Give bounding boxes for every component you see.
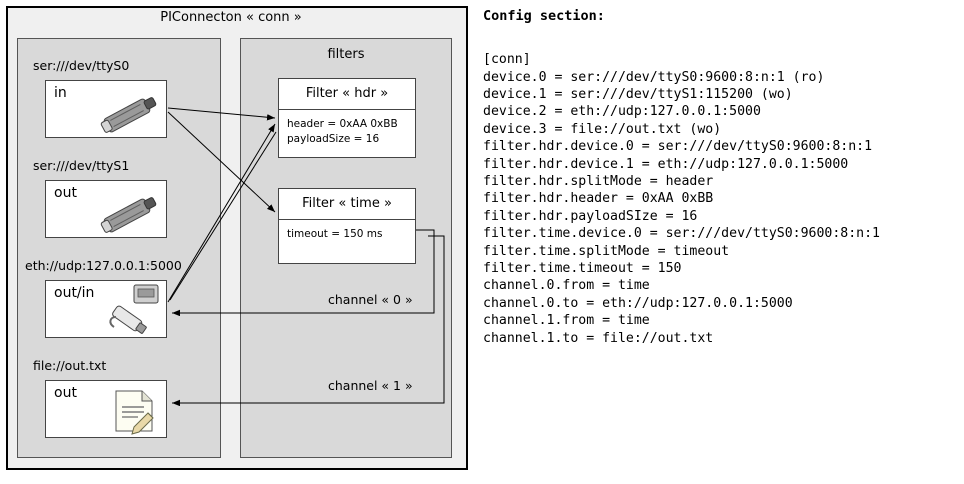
device-name-out-ttyS1: out (54, 185, 77, 201)
device-label-file: file://out.txt (33, 358, 107, 373)
filter-prop-hdr-payloadsize: payloadSize = 16 (287, 133, 380, 145)
filter-separator (279, 109, 415, 110)
architecture-diagram: PIConnecton « conn » filters ser:///dev/… (0, 0, 478, 484)
network-plug-icon (109, 284, 159, 334)
filter-prop-hdr-header: header = 0xAA 0xBB (287, 118, 398, 130)
filter-prop-time-timeout: timeout = 150 ms (287, 228, 383, 240)
channel-label-0: channel « 0 » (328, 292, 413, 307)
device-label-ttyS1: ser:///dev/ttyS1 (33, 158, 130, 173)
connector-title: PIConnecton « conn » (160, 10, 302, 25)
config-heading: Config section: (483, 8, 605, 24)
filter-title-time: Filter « time » (302, 196, 392, 211)
text-file-icon (115, 390, 154, 435)
filter-title-hdr: Filter « hdr » (305, 86, 389, 101)
filters-group-title: filters (327, 47, 365, 62)
filter-box-time: Filter « time » timeout = 150 ms (278, 188, 416, 264)
device-node-out-file: out (45, 380, 167, 438)
device-node-out-ttyS1: out (45, 180, 167, 238)
filter-separator (279, 219, 415, 220)
config-section: Config section: [conn] device.0 = ser://… (483, 0, 964, 484)
device-node-outin-eth: out/in (45, 280, 167, 338)
filter-box-hdr: Filter « hdr » header = 0xAA 0xBB payloa… (278, 78, 416, 158)
channel-label-1: channel « 1 » (328, 378, 413, 393)
serial-port-icon (100, 97, 157, 133)
device-node-in-ttyS0: in (45, 80, 167, 138)
serial-port-icon (100, 197, 157, 233)
device-label-ttyS0: ser:///dev/ttyS0 (33, 58, 130, 73)
device-label-eth-udp: eth://udp:127.0.0.1:5000 (25, 258, 182, 273)
device-name-in-ttyS0: in (54, 85, 67, 101)
device-name-out-file: out (54, 385, 77, 401)
config-text: [conn] device.0 = ser:///dev/ttyS0:9600:… (483, 52, 880, 346)
device-name-outin-eth: out/in (54, 285, 95, 301)
